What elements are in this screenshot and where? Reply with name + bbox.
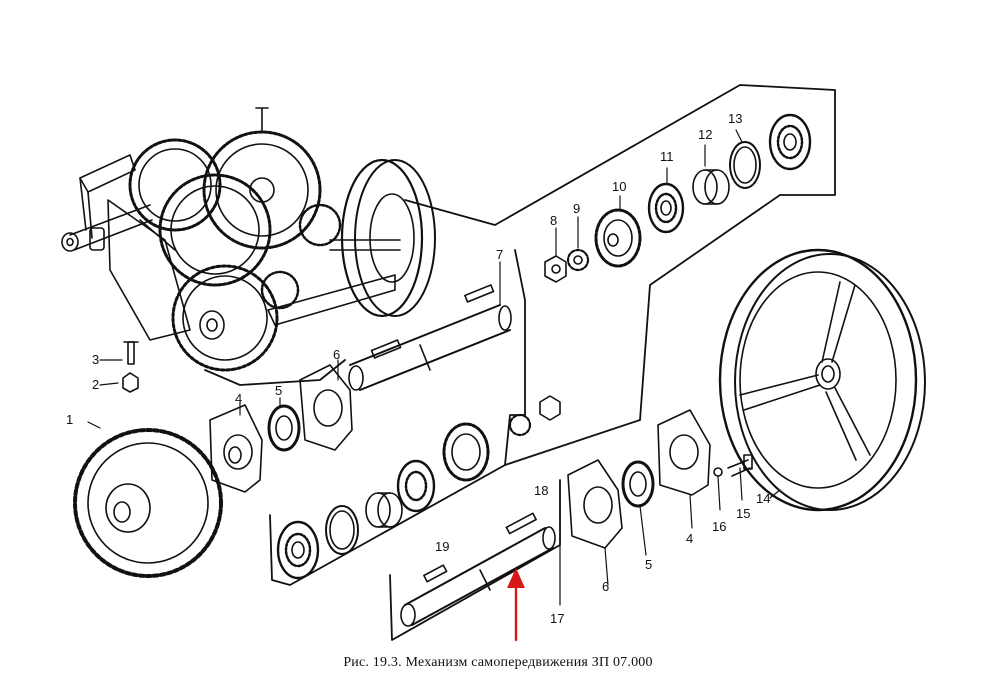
callout-4-right: 4 [686, 531, 694, 546]
gasket-part-6-right [567, 459, 623, 549]
wheel-part-14 [718, 248, 926, 512]
seal-part-5 [267, 404, 301, 452]
flange-part-4 [209, 404, 263, 493]
red-indicator-arrow [507, 568, 525, 642]
gearbox-assembly [61, 107, 436, 372]
callout-11: 11 [660, 149, 674, 164]
callout-13: 13 [728, 111, 743, 126]
callout-10: 10 [612, 179, 627, 194]
callout-7: 7 [496, 247, 504, 262]
callout-16: 16 [712, 519, 727, 534]
gear-part-10 [594, 208, 642, 268]
seal-part-5-right [621, 460, 655, 508]
callout-17: 17 [550, 611, 565, 626]
nut-part-8 [544, 255, 567, 283]
left-parts [73, 341, 353, 578]
callout-1: 1 [66, 412, 74, 427]
lower-shaft-parts [276, 395, 561, 580]
ring-part-13 [729, 141, 761, 189]
callout-2: 2 [92, 377, 100, 392]
callout-6-right: 6 [602, 579, 610, 594]
callout-15: 15 [736, 506, 751, 521]
upper-shaft-parts [544, 113, 812, 283]
callout-8: 8 [550, 213, 558, 228]
sprocket-part-1 [73, 428, 223, 578]
callout-3: 3 [92, 352, 100, 367]
figure-caption: Рис. 19.3. Механизм самопередвижения ЗП … [343, 655, 653, 670]
callout-18: 18 [534, 483, 549, 498]
callout-4-left: 4 [235, 391, 243, 406]
callout-14: 14 [756, 491, 771, 506]
callout-9: 9 [573, 201, 581, 216]
bearing-part-11 [647, 182, 685, 234]
bearing-lower-left [276, 520, 320, 580]
washer-part-16 [713, 467, 723, 477]
lock-washer-part-9 [566, 248, 590, 272]
shaft-part-17 [400, 512, 561, 627]
callout-6-left: 6 [333, 347, 341, 362]
section-outlines [204, 84, 836, 641]
callout-12: 12 [698, 127, 713, 142]
bolt-part-3 [127, 341, 135, 365]
right-lower-parts [567, 409, 753, 586]
gasket-part-6 [299, 364, 353, 451]
shaft-part-7 [348, 261, 512, 391]
callout-5-right: 5 [645, 557, 653, 572]
nut-part-2 [122, 372, 139, 393]
flange-part-4-right [657, 409, 711, 496]
callout-5-left: 5 [275, 383, 283, 398]
bearing-part-top [768, 113, 812, 171]
callout-19: 19 [435, 539, 450, 554]
